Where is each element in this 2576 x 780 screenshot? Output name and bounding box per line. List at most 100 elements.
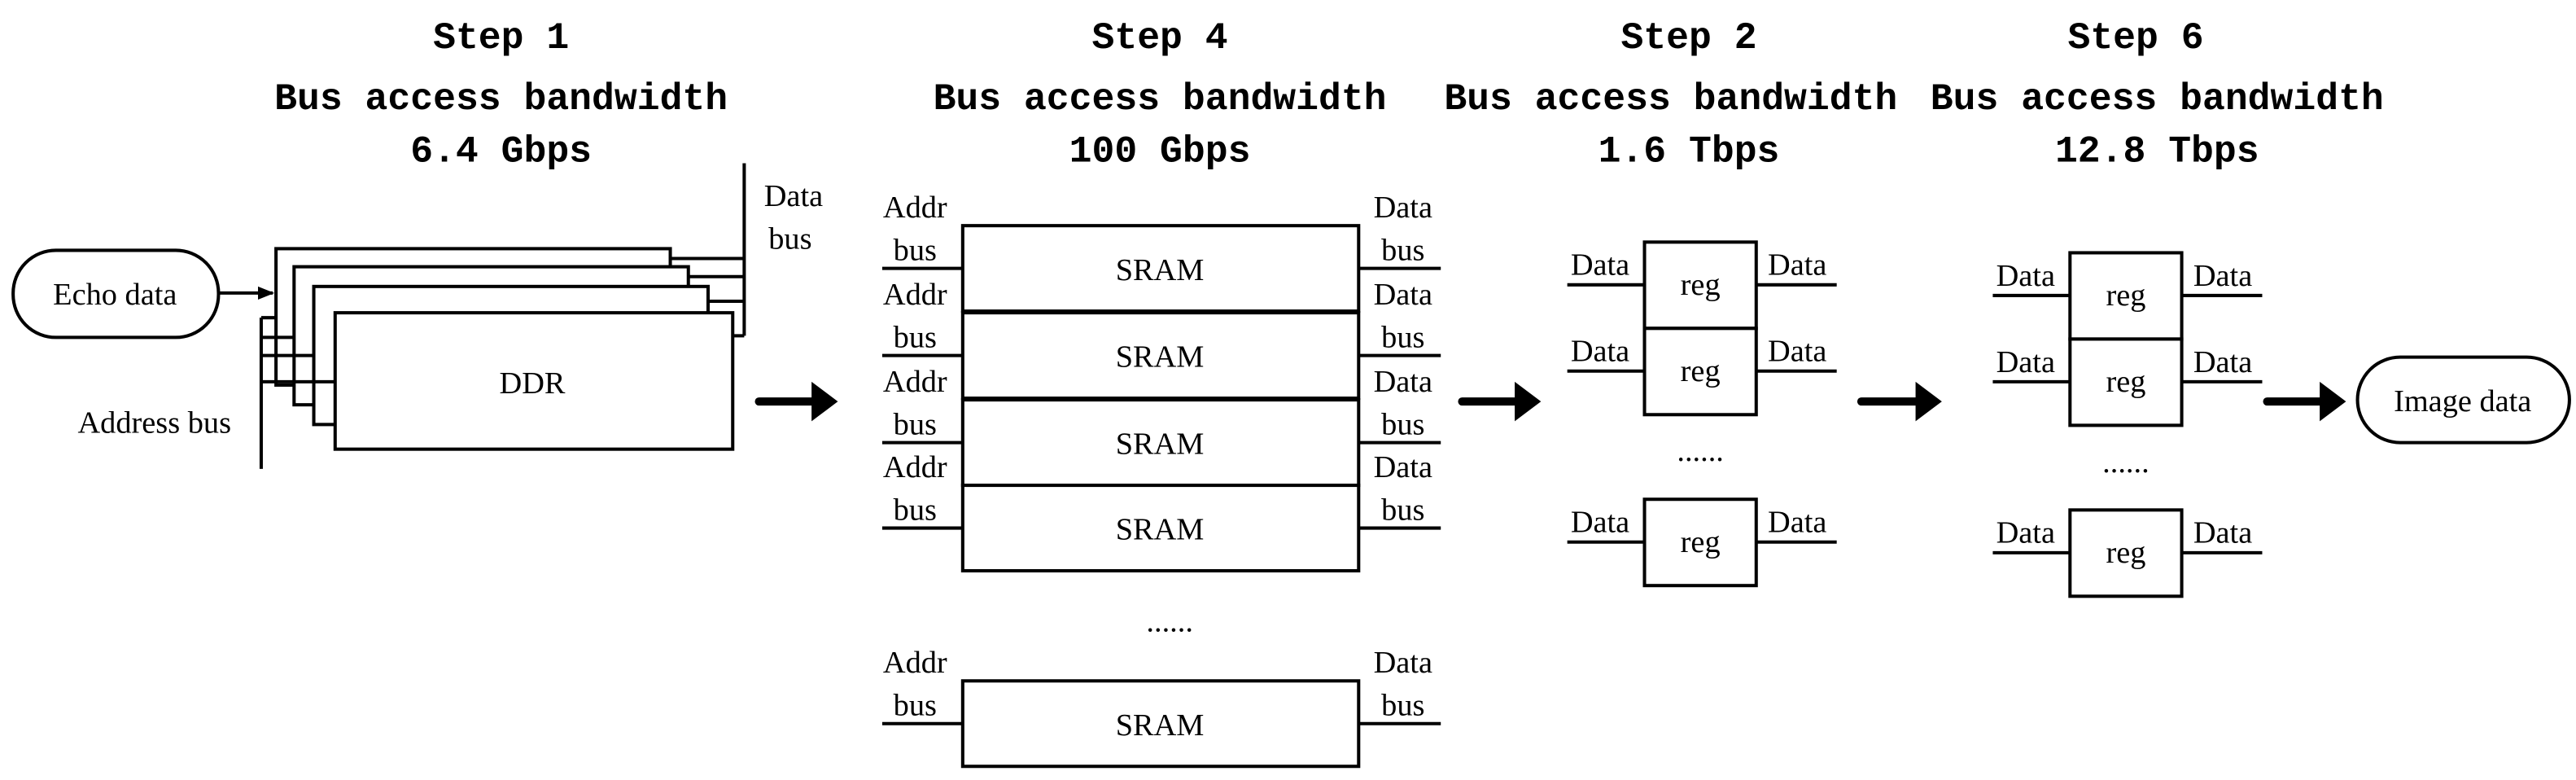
stage-title-step-4: Step 4 Bus access bandwidth 100 Gbps [934, 16, 1387, 173]
data-in-label: Data [1997, 259, 2055, 293]
data-bus-label: Data [1374, 646, 1432, 680]
image-data-label: Image data [2394, 384, 2531, 418]
data-bus-label: Data [1374, 450, 1432, 484]
register-block: Data Data reg [1992, 251, 2263, 341]
register-label: reg [2106, 365, 2145, 399]
sram-label: SRAM [1116, 708, 1205, 743]
step-label: Step 6 [2067, 16, 2203, 59]
data-bus-label: bus [1381, 493, 1424, 527]
bandwidth-value: 6.4 Gbps [410, 129, 592, 173]
data-out-label: Data [1768, 506, 1826, 540]
addr-bus-label: Addr [883, 365, 947, 399]
addr-bus-label: bus [894, 493, 937, 527]
ddr-stack: Data bus Address bus DDR [77, 163, 823, 469]
data-out-label: Data [2193, 345, 2252, 379]
sram-cell [960, 484, 1361, 573]
addr-bus-label: Addr [883, 278, 947, 312]
stage-title-step-2: Step 2 Bus access bandwidth 1.6 Tbps [1444, 16, 1897, 173]
bandwidth-value: 100 Gbps [1069, 129, 1251, 173]
stage-arrows [754, 381, 2346, 422]
data-bus-label: bus [768, 221, 811, 256]
sram-label: SRAM [1116, 340, 1205, 375]
arrow-head [811, 381, 838, 422]
stage-arrow-icon [1857, 381, 1942, 422]
sram-cell [960, 311, 1361, 401]
stage-title-step-1: Step 1 Bus access bandwidth 6.4 Gbps [274, 16, 728, 173]
data-out-label: Data [1768, 248, 1826, 283]
stage-title-step-6: Step 6 Bus access bandwidth 12.8 Tbps [1931, 16, 2384, 173]
data-bus-label: bus [1381, 689, 1424, 723]
data-out-label: Data [2193, 516, 2252, 550]
ellipsis: ...... [1677, 434, 1724, 468]
data-bus-label: Data [764, 179, 823, 213]
data-bus-label: Data [1374, 278, 1432, 312]
data-bus-label: bus [1381, 321, 1424, 355]
addr-bus-label: Addr [883, 450, 947, 484]
register-label: reg [1681, 268, 1721, 302]
arrow-head [2320, 381, 2346, 422]
data-in-label: Data [1571, 248, 1629, 283]
ddr-chip [333, 311, 735, 451]
arrow-head [1515, 381, 1542, 422]
data-out-label: Data [2193, 259, 2252, 293]
data-in-label: Data [1571, 506, 1629, 540]
addr-bus-label: bus [894, 234, 937, 268]
sram-label: SRAM [1116, 253, 1205, 287]
addr-bus-label: bus [894, 321, 937, 355]
stage-arrow-icon [754, 381, 838, 422]
data-in-label: Data [1997, 516, 2055, 550]
data-bus-label: bus [1381, 407, 1424, 441]
bandwidth-title: Bus access bandwidth [934, 77, 1387, 121]
register-block: Data Data reg [1992, 337, 2263, 427]
data-in-label: Data [1997, 345, 2055, 379]
addr-bus-label: Addr [883, 191, 947, 225]
ellipsis: ...... [1146, 605, 1193, 639]
bandwidth-title: Bus access bandwidth [1444, 77, 1897, 121]
register-label: reg [1681, 525, 1721, 559]
ellipsis: ...... [2102, 445, 2150, 480]
register-block: Data Data reg [1567, 497, 1837, 588]
register-block: Data Data reg [1567, 326, 1837, 417]
register-block: Data Data reg [1567, 240, 1837, 331]
sram-cell [960, 679, 1361, 769]
sram-label: SRAM [1116, 513, 1205, 547]
step-label: Step 4 [1092, 16, 1228, 59]
register-label: reg [1681, 354, 1721, 388]
sram-array: AddrbusDatabusSRAMAddrbusDatabusSRAMAddr… [881, 191, 1441, 769]
stage-arrow-icon [2263, 381, 2346, 422]
bandwidth-title: Bus access bandwidth [274, 77, 728, 121]
bandwidth-value: 1.6 Tbps [1599, 129, 1780, 173]
register-block: Data Data reg [1992, 508, 2263, 598]
register-label: reg [2106, 278, 2145, 313]
echo-data-label: Echo data [53, 278, 177, 312]
addr-bus-label: bus [894, 689, 937, 723]
sram-cell [960, 398, 1361, 488]
bandwidth-title: Bus access bandwidth [1931, 77, 2384, 121]
address-bus-label: Address bus [77, 405, 231, 440]
terminal-shape [2355, 355, 2571, 445]
stage-arrow-icon [1458, 381, 1542, 422]
ddr-label: DDR [500, 366, 566, 401]
step-label: Step 2 [1620, 16, 1756, 59]
data-bus-label: Data [1374, 365, 1432, 399]
register-label: reg [2106, 536, 2145, 570]
data-bus-label: Data [1374, 191, 1432, 225]
arrow-head [1915, 381, 1942, 422]
addr-bus-label: Addr [883, 646, 947, 680]
data-bus-label: bus [1381, 234, 1424, 268]
step-label: Step 1 [433, 16, 569, 59]
sram-label: SRAM [1116, 427, 1205, 462]
data-out-label: Data [1768, 335, 1826, 369]
addr-bus-label: bus [894, 407, 937, 441]
bandwidth-value: 12.8 Tbps [2055, 129, 2259, 173]
image-data-node: Image data [2355, 355, 2571, 445]
data-in-label: Data [1571, 335, 1629, 369]
